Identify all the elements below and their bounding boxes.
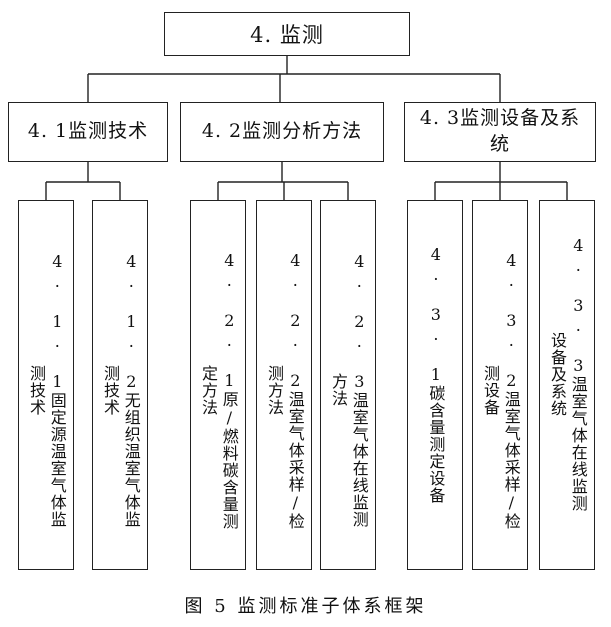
leaf-node-fixed-source-monitoring: 4. 1. 1固定源温室气体监测技术: [18, 200, 74, 570]
leaf-label: 4. 3. 3温室气体在线监测设备及系统: [548, 236, 588, 512]
leaf-label: 4. 3. 2温室气体采样/检测设备: [481, 250, 521, 530]
leaf-label: 4. 3. 1碳含量测定设备: [426, 245, 446, 504]
category-node-equipment-systems: 4. 3监测设备及系统: [404, 102, 596, 162]
leaf-node-sampling-equipment: 4. 3. 2温室气体采样/检测设备: [472, 200, 528, 570]
leaf-node-online-method: 4. 2. 3温室气体在线监测方法: [320, 200, 376, 570]
leaf-node-online-equipment: 4. 3. 3温室气体在线监测设备及系统: [539, 200, 595, 570]
leaf-label: 4. 1. 1固定源温室气体监测技术: [27, 252, 67, 528]
category-node-analysis-methods: 4. 2监测分析方法: [180, 102, 384, 162]
leaf-node-carbon-content-equipment: 4. 3. 1碳含量测定设备: [407, 200, 463, 570]
leaf-label: 4. 2. 3温室气体在线监测方法: [329, 252, 369, 528]
leaf-node-sampling-method: 4. 2. 2温室气体采样/检测方法: [256, 200, 312, 570]
figure-caption: 图 5 监测标准子体系框架: [184, 596, 427, 617]
leaf-node-carbon-content-method: 4. 2. 1原/燃料碳含量测定方法: [190, 200, 246, 570]
leaf-label: 4. 1. 2无组织温室气体监测技术: [101, 252, 141, 528]
root-node: 4. 监测: [164, 12, 410, 56]
leaf-label: 4. 2. 1原/燃料碳含量测定方法: [199, 250, 239, 530]
leaf-node-fugitive-monitoring: 4. 1. 2无组织温室气体监测技术: [92, 200, 148, 570]
category-node-monitoring-technology: 4. 1监测技术: [8, 102, 168, 162]
leaf-label: 4. 2. 2温室气体采样/检测方法: [265, 250, 305, 530]
